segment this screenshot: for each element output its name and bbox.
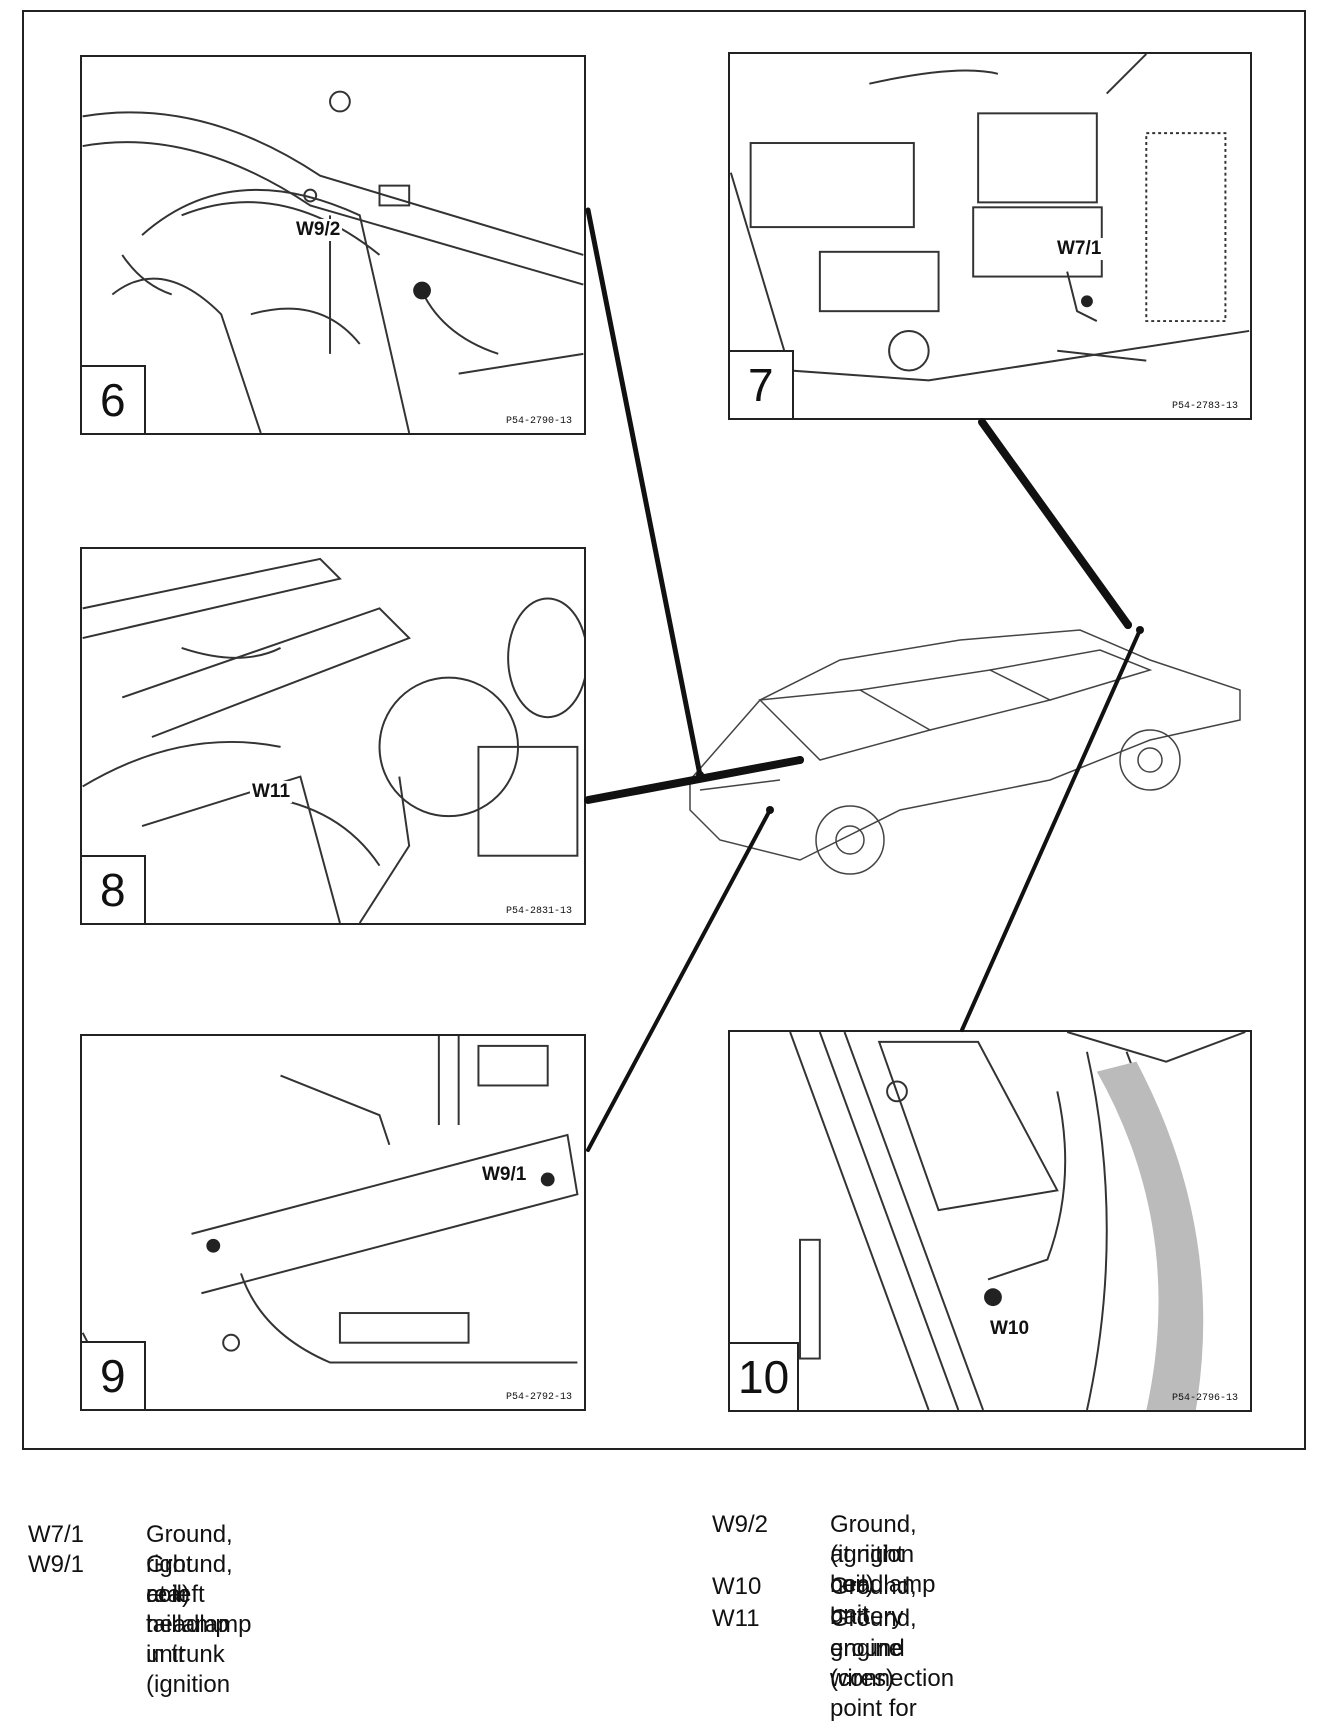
legend-desc-cont: ground wires) [830,1635,905,1692]
panel-7: W7/1 7 P54-2783-13 [728,52,1252,420]
panel-6-illustration [82,90,584,433]
legend-code: W11 [712,1605,760,1632]
legend-code: W7/1 [28,1521,85,1548]
legend-desc: Ground, battery [830,1573,917,1630]
diagram-frame [22,10,1306,1450]
panel-number-9: 9 [82,1341,146,1409]
panel-number-7: 7 [730,350,794,418]
panel-9-illustration [82,1036,579,1409]
panel-code-8: P54-2831-13 [505,906,572,917]
panel-8-illustration [82,557,584,923]
legend-desc: Ground, right rear taillamp in trunk [146,1521,233,1668]
panel-10-illustration [789,1032,1246,1410]
panel-code-9: P54-2792-13 [505,1392,572,1403]
callout-w9-1: W9/1 [480,1164,529,1186]
panel-number-10: 10 [730,1342,800,1410]
legend-desc: Ground, engine (connection point for [830,1605,955,1722]
legend-code: W9/1 [28,1551,85,1578]
panel-8: W11 8 P54-2831-13 [80,547,586,925]
panel-7-illustration [730,54,1250,382]
legend-desc-cont: (ignition coil) [830,1541,915,1598]
panel-10: W10 10 P54-2796-13 [728,1030,1252,1412]
panel-number-6: 6 [82,365,146,433]
callout-w11: W11 [250,781,293,803]
panel-code-10: P54-2796-13 [1171,1393,1238,1404]
legend: W7/1 Ground, right rear taillamp in trun… [0,1511,1328,1722]
panel-number-8: 8 [82,855,146,923]
legend-desc: Ground, at right headlamp unit [830,1511,936,1628]
panel-code-6: P54-2790-13 [505,416,572,427]
panel-code-7: P54-2783-13 [1171,401,1238,412]
panel-9: W9/1 9 P54-2792-13 [80,1034,586,1411]
callout-w10: W10 [988,1318,1032,1340]
panel-6: W9/2 6 P54-2790-13 [80,55,586,435]
legend-desc-cont: coil) [146,1581,191,1608]
legend-code: W9/2 [712,1511,769,1538]
callout-w7-1: W7/1 [1055,238,1104,260]
legend-desc: Ground, at left headlamp unit (ignition [146,1551,252,1698]
callout-w9-2: W9/2 [294,219,343,241]
legend-code: W10 [712,1573,762,1600]
